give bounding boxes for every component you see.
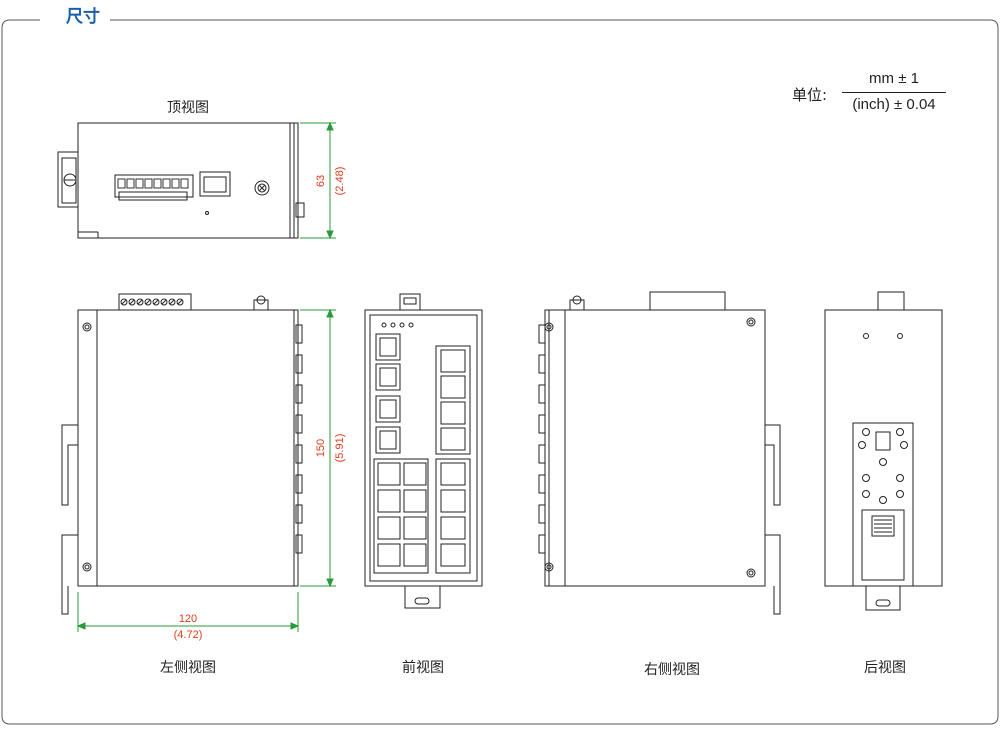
depth-mm-label: 63 [315, 175, 327, 187]
top-view-label: 顶视图 [167, 100, 209, 116]
height-mm-label: 150 [315, 439, 327, 457]
left-view-label: 左侧视图 [160, 660, 216, 676]
rear-view-label: 后视图 [864, 660, 906, 676]
right-view-drawing [538, 291, 781, 615]
top-console-port [199, 171, 231, 197]
width-dimension [76, 592, 300, 632]
height-dimension [300, 308, 336, 588]
top-terminal-block [114, 174, 194, 198]
left-view-drawing [61, 293, 303, 615]
unit-denominator: (inch) ± 0.04 [852, 96, 936, 113]
rear-view-drawing [824, 291, 943, 611]
frame-border [1, 19, 999, 725]
section-title: 尺寸 [62, 6, 104, 28]
top-view-drawing [57, 122, 305, 239]
front-view-drawing [364, 293, 483, 609]
width-inch-label: (4.72) [174, 629, 203, 641]
front-view-label: 前视图 [402, 660, 444, 676]
height-inch-label: (5.91) [334, 434, 346, 463]
unit-legend: 单位: mm ± 1 (inch) ± 0.04 [792, 68, 952, 122]
depth-dimension [300, 121, 336, 240]
unit-label: 单位: [792, 86, 828, 104]
unit-fraction-bar [842, 92, 946, 93]
left-terminal-block [118, 293, 192, 311]
top-ground-screw [254, 180, 270, 196]
unit-numerator: mm ± 1 [869, 70, 919, 87]
right-view-label: 右侧视图 [644, 662, 700, 678]
width-mm-label: 120 [179, 613, 197, 625]
depth-inch-label: (2.48) [334, 167, 346, 196]
